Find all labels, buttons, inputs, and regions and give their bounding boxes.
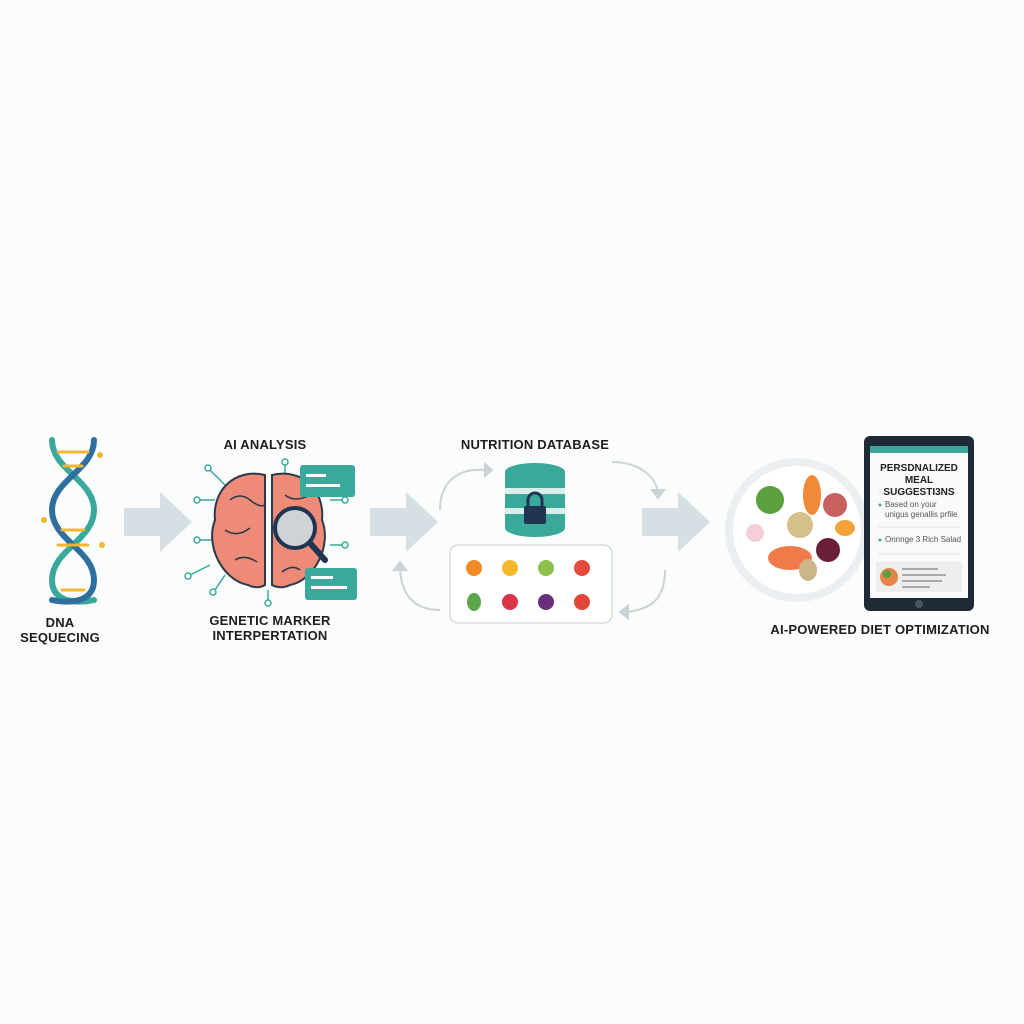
cycle-arrows-icon	[392, 461, 666, 620]
orange-icon	[466, 560, 482, 576]
diet-optimization-label: AI-POWERED DIET OPTIMIZATION	[770, 622, 990, 637]
ai-analysis-title: AI ANALYSIS	[223, 437, 307, 452]
beet-icon	[538, 594, 554, 610]
phone-bullet-1-line2: unigus genallis prfile	[885, 510, 958, 519]
apple-green-icon	[538, 560, 554, 576]
phone-bullet-1: Based on your unigus genallis prfile	[885, 500, 958, 520]
phone-mockup	[864, 436, 974, 611]
meal-plate-icon	[725, 458, 869, 602]
database-lock-icon	[505, 463, 565, 537]
lettuce-icon	[467, 593, 481, 611]
food-grid	[449, 544, 613, 624]
strawberry-icon	[574, 594, 590, 610]
flow-arrows	[124, 492, 710, 552]
dna-label-line2: SEQUECING	[20, 630, 100, 645]
arrow-right-icon	[124, 492, 192, 552]
dna-helix-icon	[41, 437, 105, 605]
phone-bullet-1-line1: Based on your	[885, 500, 937, 509]
genetic-marker-line2: INTERPERTATION	[212, 628, 328, 643]
phone-bullet-2: Onnnge 3 Rich Salad	[885, 535, 962, 544]
lemon-icon	[502, 560, 518, 576]
phone-title: PERSDNALIZED MEAL SUGGESTI3NS	[872, 463, 966, 499]
genetic-marker-label: GENETIC MARKER INTERPERTATION	[190, 613, 350, 643]
genetic-marker-line1: GENETIC MARKER	[209, 613, 331, 628]
brain-circuit-icon	[184, 458, 357, 607]
dna-label: DNA SEQUECING	[20, 615, 100, 645]
arrow-right-icon	[370, 492, 438, 552]
arrow-right-icon	[642, 492, 710, 552]
nutrition-database-title: NUTRITION DATABASE	[460, 437, 610, 452]
phone-title-line1: PERSDNALIZED	[880, 463, 958, 474]
phone-title-line2: MEAL SUGGESTI3NS	[883, 475, 955, 498]
dna-label-line1: DNA	[45, 615, 75, 630]
apple-red-icon	[502, 594, 518, 610]
tomato-icon	[574, 560, 590, 576]
